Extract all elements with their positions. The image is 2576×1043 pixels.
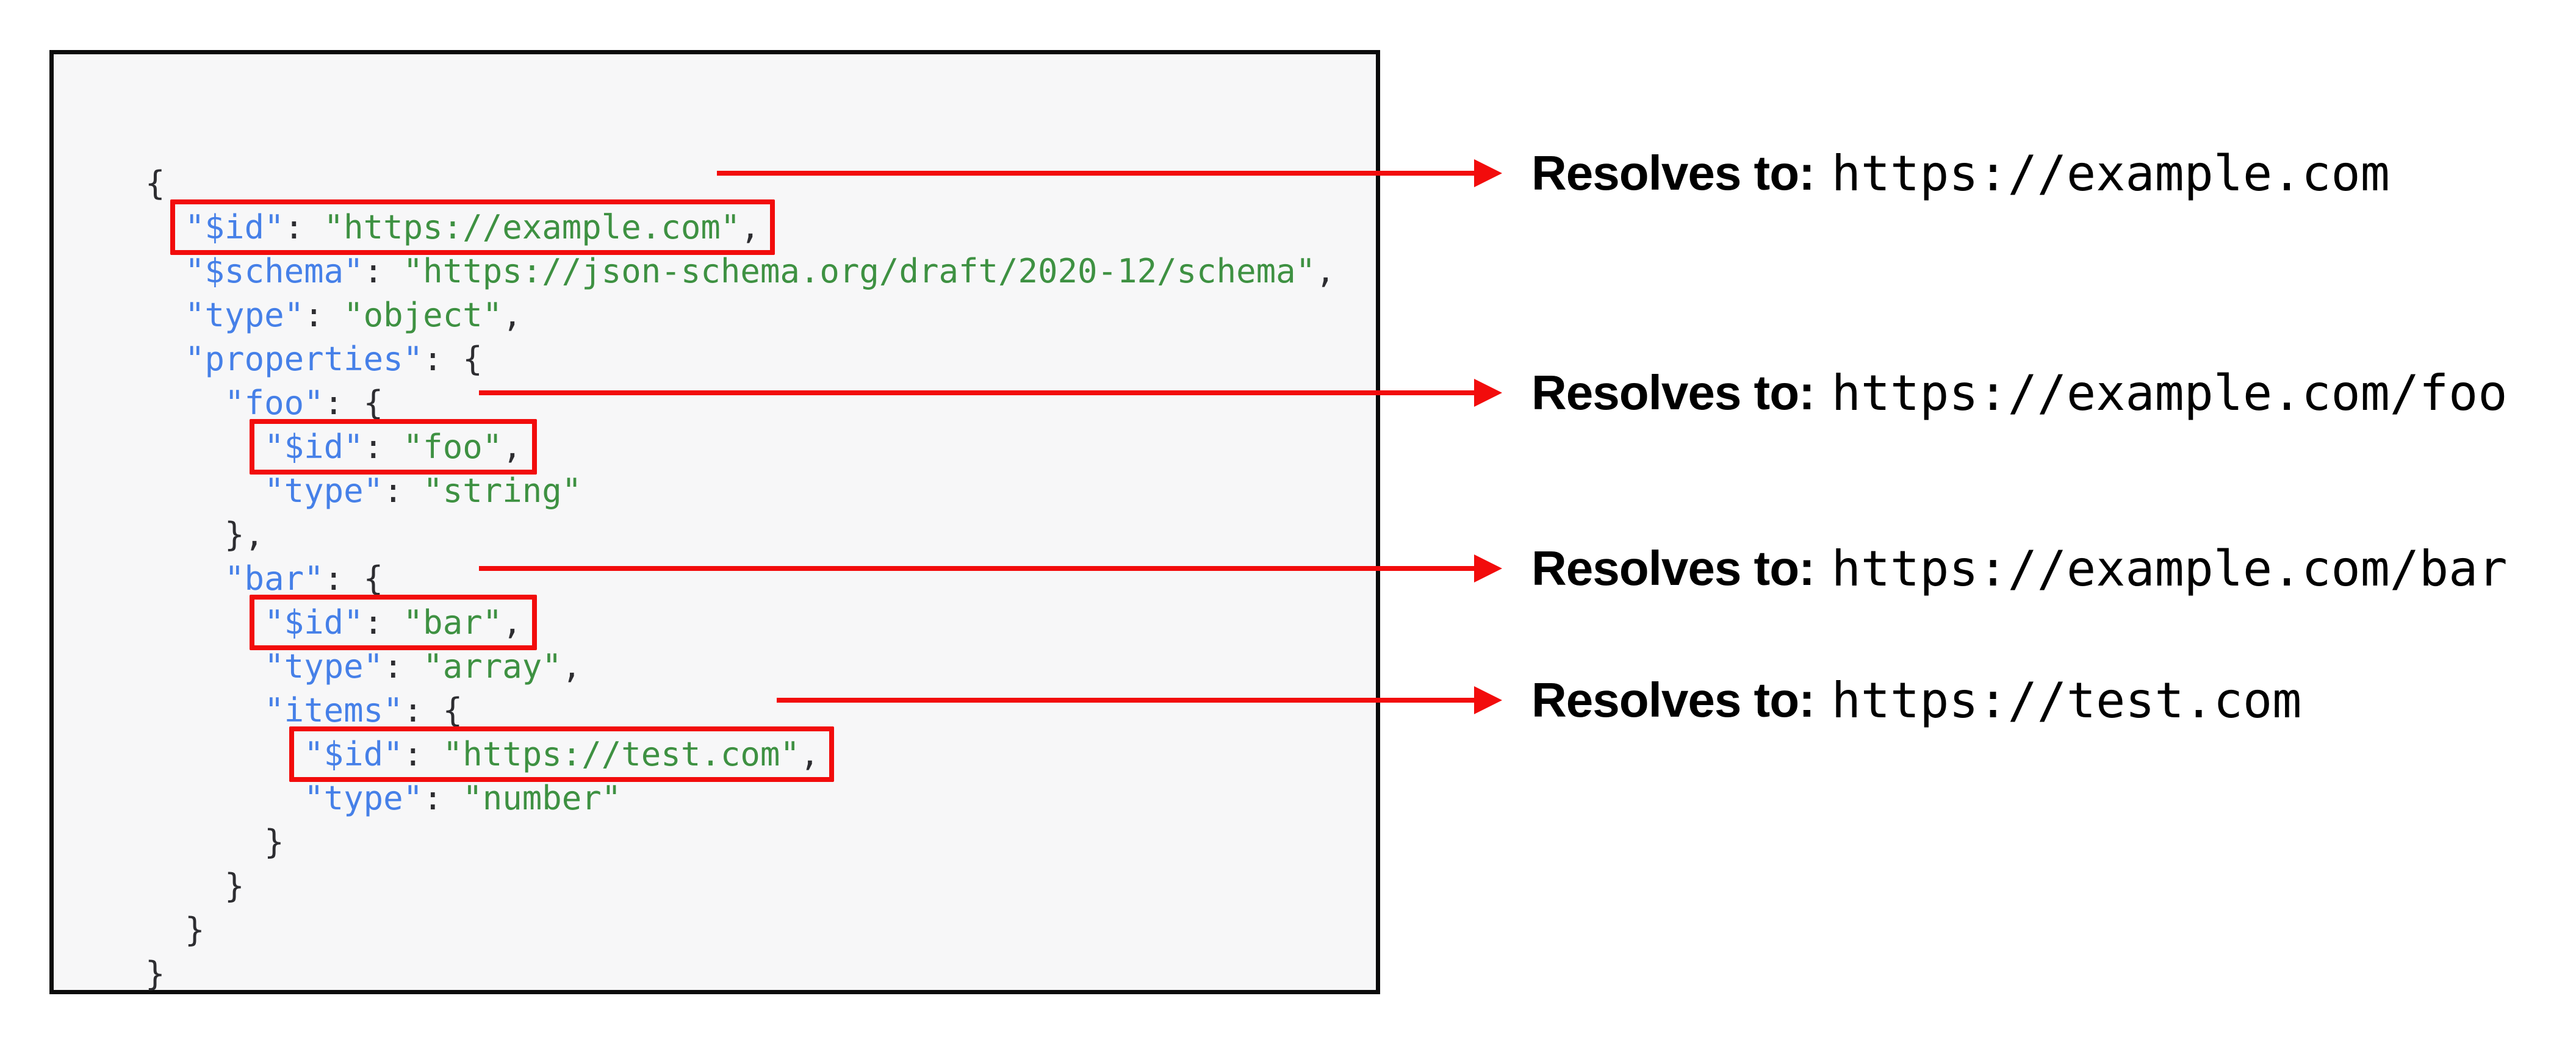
code-line: }, xyxy=(145,515,264,554)
code-line: "properties": { xyxy=(145,340,483,378)
code-line: } xyxy=(145,867,245,905)
json-punctuation: : xyxy=(423,779,463,817)
json-punctuation: } xyxy=(185,911,205,949)
code-line: "type": "number" xyxy=(145,779,621,817)
json-punctuation: } xyxy=(264,823,284,861)
json-key: "foo" xyxy=(225,384,324,422)
json-punctuation: , xyxy=(502,428,522,466)
json-key: "type" xyxy=(304,779,423,817)
code-line: "$id": "foo", xyxy=(145,419,537,475)
resolution-annotation: Resolves to: https://test.com xyxy=(1531,667,2301,734)
code-line: "type": "object", xyxy=(145,296,522,334)
json-schema-code: { "$id": "https://example.com", "$schema… xyxy=(145,162,1336,996)
code-line: "bar": { xyxy=(145,559,383,598)
code-line: "$id": "https://test.com", xyxy=(145,726,835,782)
arrow-line xyxy=(777,698,1477,703)
json-punctuation: : { xyxy=(423,340,483,378)
json-punctuation: : xyxy=(363,603,403,642)
resolved-uri: https://example.com xyxy=(1831,145,2390,202)
json-punctuation: : xyxy=(363,428,403,466)
arrowhead-icon xyxy=(1474,686,1502,714)
json-punctuation: } xyxy=(225,867,245,905)
resolves-to-label: Resolves to: xyxy=(1531,365,1815,420)
arrowhead-icon xyxy=(1474,159,1502,187)
json-string: "number" xyxy=(462,779,622,817)
json-string: "bar" xyxy=(403,603,503,642)
json-punctuation: : { xyxy=(323,559,384,598)
code-line: "$id": "https://example.com", xyxy=(145,199,775,255)
json-punctuation: , xyxy=(502,603,522,642)
resolution-annotation: Resolves to: https://example.com xyxy=(1531,140,2390,207)
highlight-box: "$id": "https://example.com", xyxy=(170,199,775,255)
json-punctuation: : xyxy=(363,252,403,290)
json-key: "properties" xyxy=(185,340,423,378)
highlight-box: "$id": "https://test.com", xyxy=(289,726,835,782)
json-punctuation: : { xyxy=(403,691,463,729)
json-key: "type" xyxy=(264,647,384,686)
json-punctuation: : { xyxy=(323,384,384,422)
highlight-box: "$id": "foo", xyxy=(250,419,537,475)
json-punctuation: : xyxy=(284,208,324,246)
json-punctuation: : xyxy=(383,647,423,686)
json-string: "array" xyxy=(423,647,562,686)
code-line: } xyxy=(145,911,205,949)
resolves-to-label: Resolves to: xyxy=(1531,146,1815,200)
resolves-to-label: Resolves to: xyxy=(1531,541,1815,595)
json-key: "$id" xyxy=(264,428,364,466)
arrow-line xyxy=(479,390,1477,395)
arrowhead-icon xyxy=(1474,379,1502,407)
json-key: "$id" xyxy=(185,208,284,246)
resolves-to-label: Resolves to: xyxy=(1531,673,1815,727)
code-line: "type": "string" xyxy=(145,471,581,510)
code-line: "$schema": "https://json-schema.org/draf… xyxy=(145,252,1336,290)
json-punctuation: , xyxy=(1315,252,1336,290)
resolved-uri: https://test.com xyxy=(1831,672,2302,729)
highlight-box: "$id": "bar", xyxy=(250,595,537,650)
json-key: "type" xyxy=(185,296,304,334)
json-punctuation: { xyxy=(145,164,165,203)
code-line: "foo": { xyxy=(145,384,383,422)
resolved-uri: https://example.com/foo xyxy=(1831,364,2508,421)
json-key: "bar" xyxy=(225,559,324,598)
arrowhead-icon xyxy=(1474,554,1502,582)
json-string: "https://json-schema.org/draft/2020-12/s… xyxy=(403,252,1316,290)
code-line: "$id": "bar", xyxy=(145,595,537,650)
json-punctuation: : xyxy=(304,296,344,334)
json-punctuation: , xyxy=(561,647,582,686)
code-line: "items": { xyxy=(145,691,462,729)
json-punctuation: , xyxy=(502,296,522,334)
json-punctuation: : xyxy=(403,735,443,773)
json-schema-code-box: { "$id": "https://example.com", "$schema… xyxy=(49,50,1380,994)
json-string: "https://test.com" xyxy=(442,735,800,773)
json-key: "type" xyxy=(264,471,384,510)
json-punctuation: : xyxy=(383,471,423,510)
code-line: "type": "array", xyxy=(145,647,581,686)
json-string: "object" xyxy=(344,296,503,334)
arrow-line xyxy=(717,171,1477,176)
json-key: "items" xyxy=(264,691,403,729)
resolution-annotation: Resolves to: https://example.com/bar xyxy=(1531,535,2507,602)
code-line: } xyxy=(145,955,165,993)
json-punctuation: } xyxy=(145,955,165,993)
json-punctuation: , xyxy=(740,208,760,246)
json-punctuation: , xyxy=(799,735,820,773)
json-string: "foo" xyxy=(403,428,503,466)
json-key: "$id" xyxy=(264,603,364,642)
json-string: "string" xyxy=(423,471,582,510)
resolved-uri: https://example.com/bar xyxy=(1831,540,2508,597)
json-key: "$schema" xyxy=(185,252,364,290)
arrow-line xyxy=(479,566,1477,571)
json-string: "https://example.com" xyxy=(323,208,741,246)
json-key: "$id" xyxy=(304,735,403,773)
code-line: { xyxy=(145,164,165,203)
json-punctuation: }, xyxy=(225,515,265,554)
resolution-annotation: Resolves to: https://example.com/foo xyxy=(1531,359,2507,426)
code-line: } xyxy=(145,823,284,861)
